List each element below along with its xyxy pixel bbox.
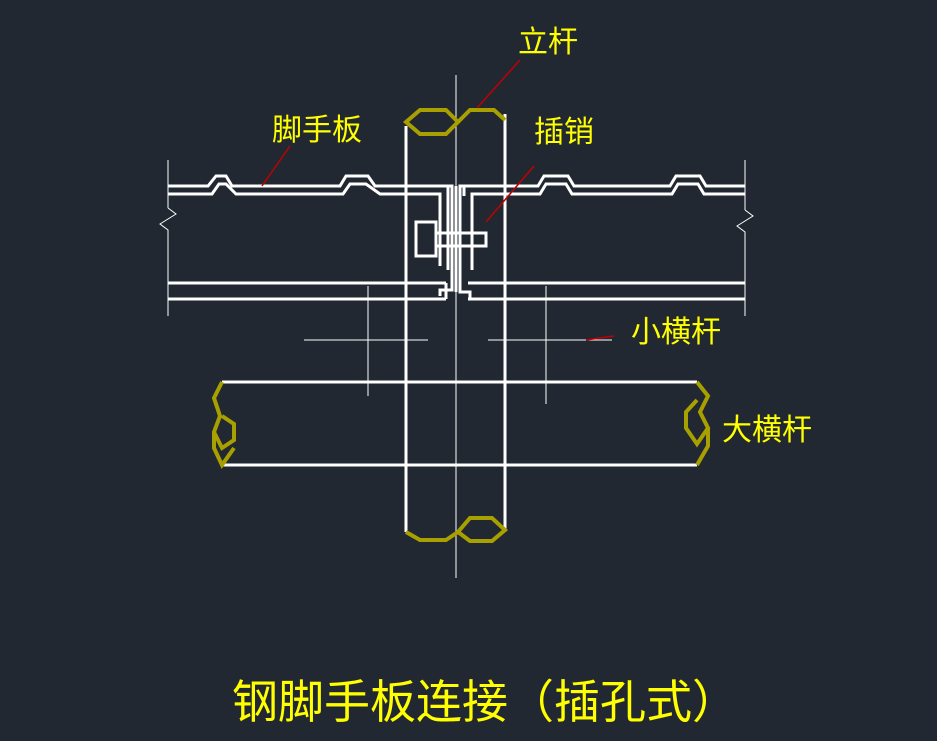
label-upright-pole: 立杆 [518, 25, 578, 60]
label-scaffold-board: 脚手板 [272, 113, 362, 148]
label-small-crossbar: 小横杆 [631, 315, 721, 350]
small-crossbar [304, 286, 612, 404]
crossbar-right-break [684, 380, 711, 467]
board-right-break [736, 209, 754, 316]
board-hook-joint [438, 184, 472, 298]
board-left-break [159, 207, 177, 316]
scaffold-board-right [462, 160, 754, 316]
leader-lines [261, 59, 615, 341]
label-latch-pin: 插销 [534, 115, 594, 150]
scaffold-board-left [159, 160, 450, 316]
latch-pin [414, 220, 488, 258]
pole-top-break [402, 108, 507, 136]
upright-pole [402, 75, 509, 578]
drawing-title: 钢脚手板连接（插孔式） [232, 675, 738, 729]
label-large-crossbar: 大横杆 [722, 413, 812, 448]
crossbar-left-break [211, 381, 236, 469]
large-crossbar [211, 380, 711, 469]
pole-bottom-break [405, 516, 509, 543]
